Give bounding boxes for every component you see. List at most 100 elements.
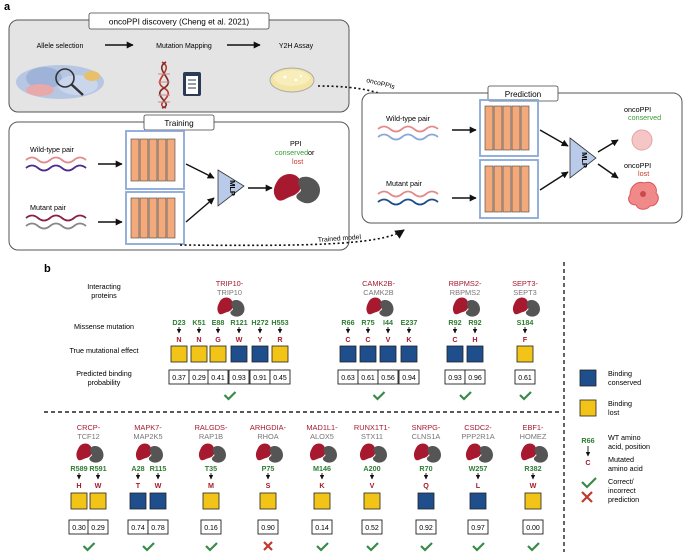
mutation-mut-residue: L bbox=[476, 481, 481, 490]
prediction-mlp-label: MLP bbox=[580, 152, 589, 168]
protein-pair-icon bbox=[512, 297, 540, 317]
mutation-mut-residue: V bbox=[370, 481, 375, 490]
probability-value: 0.29 bbox=[192, 375, 206, 382]
legend-conserved-swatch bbox=[579, 369, 597, 387]
protein-2-name: STX11 bbox=[361, 432, 383, 441]
probability-value: 0.30 bbox=[72, 525, 86, 532]
mutation-mut-residue: M bbox=[208, 481, 214, 490]
mutation-wt-residue: E237 bbox=[401, 318, 418, 327]
prediction-wildtype-label: Wild-type pair bbox=[386, 114, 431, 123]
protein-1-name: RBPMS2- bbox=[449, 279, 482, 288]
probability-box bbox=[228, 369, 250, 385]
training-lost-label: lost bbox=[292, 157, 303, 166]
protein-2-name: SEPT3 bbox=[513, 288, 536, 297]
probability-box bbox=[522, 519, 544, 535]
ppi-protein-pair-icon bbox=[273, 174, 320, 204]
training-title: Training bbox=[164, 119, 194, 128]
protein-pair-icon bbox=[309, 443, 337, 463]
mutation-wt-residue: S184 bbox=[517, 318, 534, 327]
row-label-interacting: Interacting bbox=[87, 282, 121, 291]
step-allele-selection: Allele selection bbox=[37, 43, 84, 50]
mutation-mut-residue: W bbox=[530, 481, 537, 490]
mutation-mut-residue: H bbox=[472, 335, 477, 344]
protein-pair-icon bbox=[255, 443, 283, 463]
probability-value: 0.52 bbox=[365, 525, 379, 532]
protein-pair-icon bbox=[135, 443, 163, 463]
prediction-conserved-label: conserved bbox=[628, 113, 661, 122]
mutation-mut-residue: C bbox=[345, 335, 350, 344]
effect-box-lost bbox=[524, 492, 542, 510]
check-icon bbox=[142, 542, 155, 552]
prediction-oncoppi-label-top: oncoPPI bbox=[624, 105, 651, 114]
probability-value: 0.74 bbox=[131, 525, 145, 532]
effect-box-lost bbox=[170, 345, 188, 363]
protein-2-name: ALOX5 bbox=[310, 432, 334, 441]
prediction-mutant-label: Mutant pair bbox=[386, 179, 423, 188]
effect-box-conserved bbox=[359, 345, 377, 363]
mutation-wt-residue: R121 bbox=[230, 318, 247, 327]
mutation-mut-residue: Q bbox=[423, 481, 429, 490]
legend-check-icon bbox=[581, 477, 597, 489]
mutation-wt-residue: A28 bbox=[131, 464, 144, 473]
protein-2-name: TRIP10 bbox=[217, 288, 242, 297]
legend-lost-line1: Binding bbox=[608, 399, 632, 408]
legend-pred-desc-1: Correct/ bbox=[608, 477, 634, 486]
petri-dish-icon bbox=[269, 67, 315, 93]
training-mlp-label: MLP bbox=[228, 180, 237, 196]
protein-pair-icon bbox=[366, 297, 394, 317]
panel-b-top-groups: TRIP10-TRIP10D23N0.37K51N0.29E88G0.41R12… bbox=[168, 279, 540, 401]
effect-box-conserved bbox=[469, 492, 487, 510]
training-box: Training Wild-type pair Mutant pair MLP bbox=[8, 114, 350, 251]
row-label-probability: probability bbox=[88, 378, 121, 387]
effect-box-lost bbox=[313, 492, 331, 510]
protein-1-name: CRCP- bbox=[77, 423, 101, 432]
prediction-title: Prediction bbox=[505, 90, 542, 99]
check-icon bbox=[472, 542, 485, 552]
training-or-label: or bbox=[308, 148, 315, 157]
training-ppi-label: PPI bbox=[290, 139, 302, 148]
mutation-wt-residue: R70 bbox=[419, 464, 432, 473]
protein-group-trip10: TRIP10-TRIP10D23N0.37K51N0.29E88G0.41R12… bbox=[168, 279, 291, 401]
mutation-mut-residue: W bbox=[95, 481, 102, 490]
probability-value: 0.56 bbox=[381, 375, 395, 382]
mutation-mut-residue: K bbox=[406, 335, 412, 344]
prediction-oncoppi-label-bottom: oncoPPI bbox=[624, 161, 651, 170]
mutation-wt-residue: R92 bbox=[468, 318, 481, 327]
mutation-wt-residue: I44 bbox=[383, 318, 393, 327]
mutation-mut-residue: N bbox=[176, 335, 181, 344]
mutation-wt-residue: W257 bbox=[469, 464, 488, 473]
panel-b-bottom-groups: CRCP-TCF12R589H0.30R591W0.29MAPK7-MAP2K5… bbox=[68, 423, 548, 552]
effect-box-conserved bbox=[379, 345, 397, 363]
training-mutant-label: Mutant pair bbox=[30, 203, 67, 212]
legend-example-wt: R66 bbox=[581, 436, 594, 445]
protein-pair-icon bbox=[413, 443, 441, 463]
protein-structure-icon bbox=[16, 65, 104, 99]
probability-value: 0.97 bbox=[471, 525, 485, 532]
protein-1-name: SNRPG- bbox=[412, 423, 441, 432]
probability-value: 0.14 bbox=[315, 525, 329, 532]
protein-pair-icon bbox=[76, 443, 104, 463]
prediction-box: Prediction Wild-type pair Mutant pair ML… bbox=[361, 85, 683, 224]
row-label-proteins: proteins bbox=[91, 291, 117, 300]
legend: Binding conserved Binding lost R66 C WT … bbox=[579, 369, 650, 504]
probability-value: 0.41 bbox=[211, 375, 225, 382]
mutation-wt-residue: R115 bbox=[150, 464, 167, 473]
mutation-wt-residue: K51 bbox=[192, 318, 205, 327]
effect-box-lost bbox=[190, 345, 208, 363]
clipboard-icon bbox=[183, 72, 201, 96]
effect-box-conserved bbox=[251, 345, 269, 363]
cross-icon bbox=[263, 541, 273, 551]
